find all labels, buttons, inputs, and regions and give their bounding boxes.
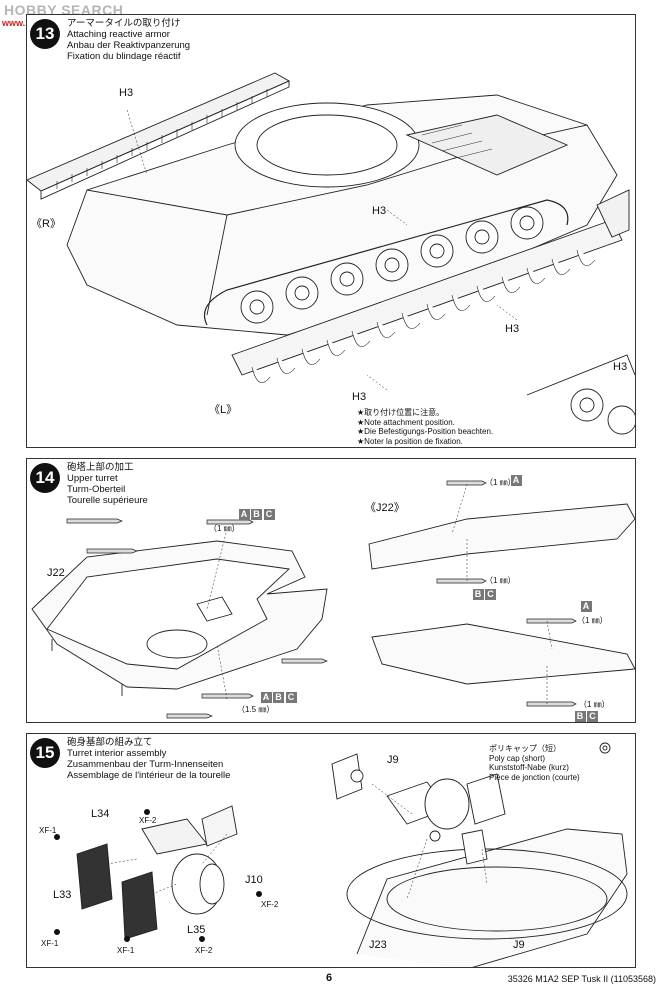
version-box-b: B [472, 589, 484, 600]
paint-xf1-label: XF-1 [117, 946, 135, 955]
label-l35: L35 [187, 924, 206, 936]
version-box-a: A [510, 475, 522, 486]
upper-turret-drawing [31, 480, 635, 719]
label-j22-view: 《J22》 [365, 502, 405, 514]
step-14-title-de: Turm-Oberteil [67, 484, 126, 495]
label-h3-top: H3 [119, 87, 134, 99]
tank-hull-drawing [27, 72, 635, 435]
kit-code: 35326 M1A2 SEP Tusk II (11053568) [507, 974, 656, 984]
drill-size-label: （1 ㎜） [579, 700, 610, 709]
step-15-title-fr: Assemblage de l'intérieur de la tourelle [67, 770, 231, 781]
paint-xf1-label: XF-1 [41, 939, 59, 948]
poly-cap-de: Kunststoff-Nabe (kurz) [489, 763, 569, 772]
step-15-titles: 砲身基部の組み立て Turret interior assembly Zusam… [67, 737, 230, 781]
version-box-a: A [238, 509, 250, 520]
step-14-panel: 14 砲塔上部の加工 Upper turret Turm-Oberteil To… [26, 458, 636, 723]
version-box-b: B [273, 692, 284, 703]
drill-size-label: （1 ㎜） [209, 524, 240, 533]
step-15-panel: 15 砲身基部の組み立て Turret interior assembly Zu… [26, 733, 636, 968]
drill-size-label: （1.5 ㎜） [237, 705, 275, 714]
note-de: ★Die Befestigungs-Position beachten. [357, 427, 494, 436]
step-13-number: 13 [30, 19, 60, 49]
attachment-note: ★取り付け位置に注意。 ★Note attachment position. ★… [357, 408, 493, 446]
drill-row-j22-lower-top: A [579, 601, 592, 612]
version-box-c: C [285, 692, 297, 703]
version-box-b: B [574, 711, 586, 722]
label-j9-top: J9 [387, 754, 399, 766]
label-j22-part: J22 [47, 567, 65, 579]
page-number: 6 [326, 972, 333, 984]
label-l33: L33 [53, 889, 72, 901]
version-box-c: C [587, 711, 598, 722]
step-13-title-en: Attaching reactive armor [67, 29, 170, 40]
step-14-title-fr: Tourelle supérieure [67, 495, 148, 506]
step-14-title-jp: 砲塔上部の加工 [67, 462, 134, 473]
step-13-title-jp: アーマータイルの取り付け [67, 18, 181, 29]
label-left-side: 《L》 [209, 404, 238, 416]
paint-xf2-label: XF-2 [195, 946, 213, 955]
label-h3-detail: H3 [613, 361, 628, 373]
label-h3-right: H3 [505, 323, 520, 335]
label-h3-bottom: H3 [352, 391, 367, 403]
paint-xf2-label: XF-2 [139, 816, 157, 825]
step-14-number: 14 [30, 463, 60, 493]
step-13-panel: 13 アーマータイルの取り付け Attaching reactive armor… [26, 14, 636, 448]
version-box-c: C [263, 509, 275, 520]
label-l34: L34 [91, 808, 110, 820]
version-box-a: A [580, 601, 592, 612]
paint-xf1-label: XF-1 [39, 826, 57, 835]
label-j23: J23 [369, 939, 387, 951]
step-14-titles: 砲塔上部の加工 Upper turret Turm-Oberteil Toure… [67, 462, 148, 506]
turret-interior-drawing [54, 742, 628, 967]
note-jp: ★取り付け位置に注意。 [357, 408, 445, 417]
version-box-b: B [251, 509, 262, 520]
poly-cap-jp: ポリキャップ（短） [489, 744, 561, 753]
version-box-a: A [260, 692, 272, 703]
step-15-title-de: Zusammenbau der Turm-Innenseiten [67, 759, 224, 770]
version-box-c: C [485, 589, 496, 600]
poly-cap-en: Poly cap (short) [489, 753, 546, 763]
step-13-title-fr: Fixation du blindage réactif [67, 51, 181, 62]
drill-size-label: （1 ㎜） [485, 478, 516, 487]
label-j10: J10 [245, 874, 263, 886]
drill-size-label: （1 ㎜） [577, 616, 608, 625]
step-15-number: 15 [30, 738, 60, 768]
poly-cap-fr: Pièce de jonction (courte) [489, 772, 580, 782]
step-13-title-de: Anbau der Reaktivpanzerung [67, 40, 191, 51]
step-15-title-jp: 砲身基部の組み立て [67, 737, 153, 748]
step-15-title-en: Turret interior assembly [67, 748, 167, 759]
poly-cap-legend: ポリキャップ（短） Poly cap (short) Kunststoff-Na… [489, 744, 580, 782]
note-fr: ★Noter la position de fixation. [357, 436, 463, 446]
step-14-title-en: Upper turret [67, 473, 118, 484]
label-right-side: 《R》 [31, 218, 61, 230]
step-13-titles: アーマータイルの取り付け Attaching reactive armor An… [67, 18, 190, 62]
drill-size-label: （1 ㎜） [485, 576, 516, 585]
label-h3-center: H3 [372, 205, 387, 217]
paint-xf2-label: XF-2 [261, 900, 279, 909]
drill-row-j22-top: A [509, 475, 522, 486]
note-en: ★Note attachment position. [357, 417, 455, 427]
label-j9-bottom: J9 [513, 939, 525, 951]
